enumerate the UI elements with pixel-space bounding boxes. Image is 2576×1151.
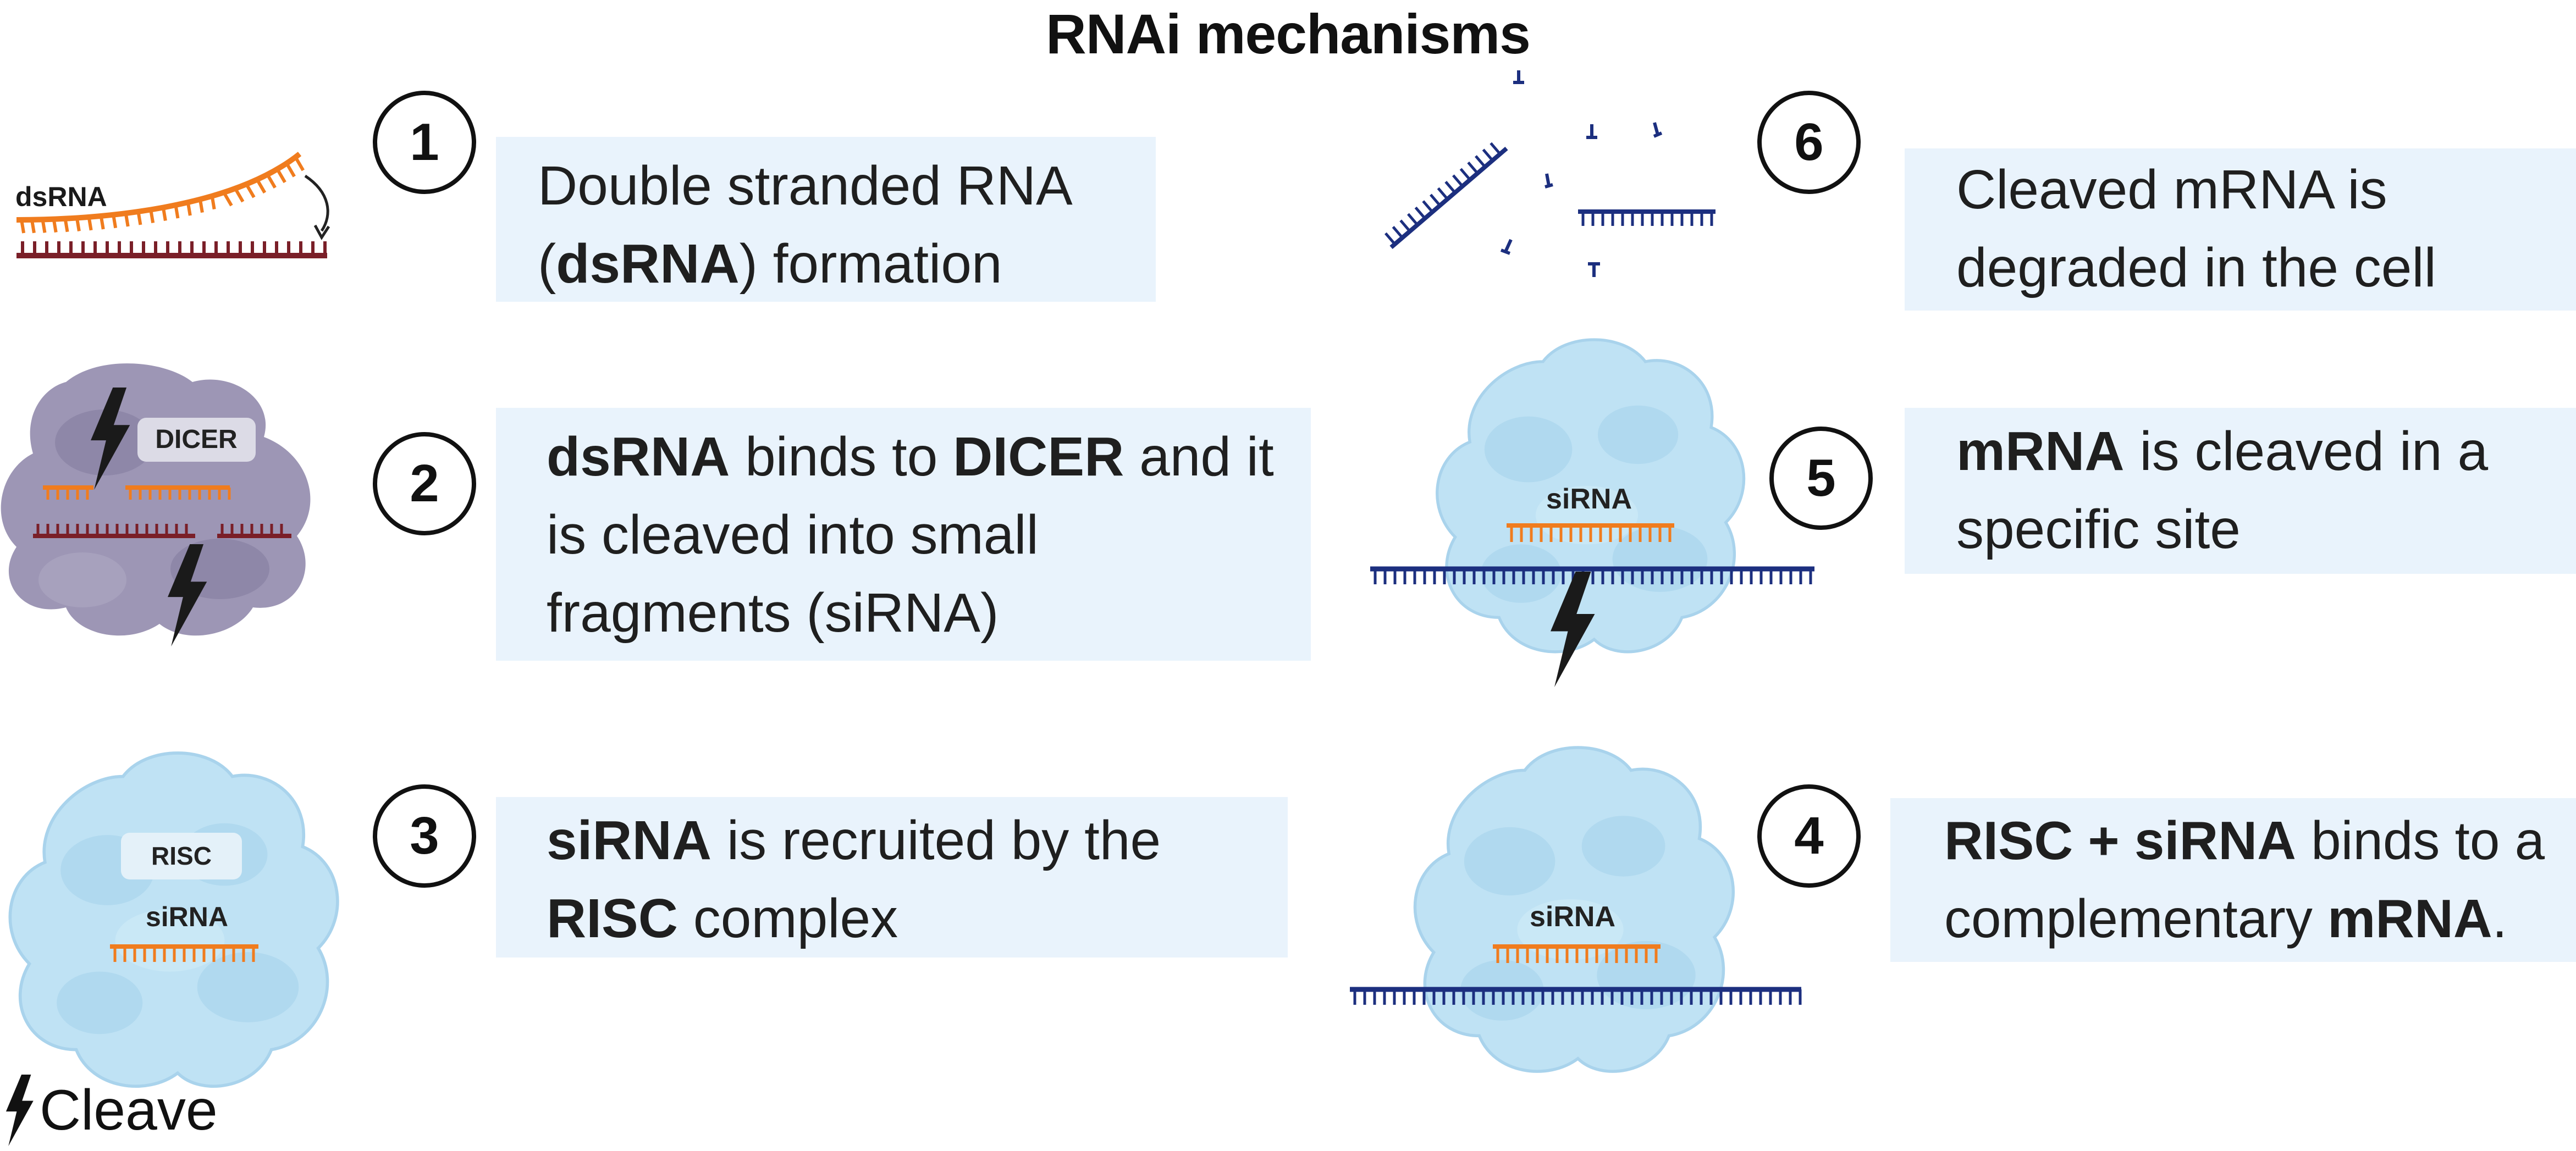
- sirna-label: siRNA: [146, 901, 228, 932]
- dicer-illustration: DICER: [1, 363, 311, 646]
- step-5-number: 5: [1769, 427, 1873, 530]
- step-3-description: siRNA is recruited by the RISC complex: [496, 797, 1288, 958]
- risc-label-box: [121, 833, 242, 879]
- dsrna-formation-illustration: dsRNA: [15, 152, 330, 258]
- step-4-number: 4: [1757, 784, 1861, 888]
- legend: Cleave: [4, 1072, 218, 1149]
- step-3-number: 3: [373, 784, 476, 888]
- sirna-label: siRNA: [1546, 483, 1632, 515]
- legend-label: Cleave: [40, 1078, 218, 1142]
- step-4-description: RISC + siRNA binds to a complementary mR…: [1890, 798, 2576, 962]
- step-5-description: mRNA is cleaved in a specific site: [1905, 408, 2576, 574]
- step-1-number: 1: [373, 91, 476, 194]
- step-6-description: Cleaved mRNA is degraded in the cell: [1905, 148, 2576, 311]
- step-2-number: 2: [373, 432, 476, 535]
- risc-label: RISC: [151, 842, 212, 870]
- sirna-label: siRNA: [1530, 901, 1615, 933]
- dicer-label-box: [137, 418, 256, 462]
- mrna-cleaved-illustration: siRNA: [1370, 335, 1814, 687]
- lightning-bolt-icon: [5, 1075, 34, 1146]
- dsrna-label: dsRNA: [15, 181, 107, 212]
- step-2-description: dsRNA binds to DICER and it is cleaved i…: [496, 408, 1311, 661]
- dicer-label: DICER: [155, 425, 237, 454]
- step-1-description: Double stranded RNA (dsRNA) formation: [496, 137, 1156, 302]
- risc-binds-mrna-illustration: siRNA: [1350, 742, 1802, 1094]
- step-6-number: 6: [1757, 91, 1861, 194]
- degraded-mrna-illustration: [1384, 70, 1716, 277]
- page-title: RNAi mechanisms: [1046, 3, 1531, 65]
- risc-sirna-illustration: RISC siRNA: [3, 742, 355, 1094]
